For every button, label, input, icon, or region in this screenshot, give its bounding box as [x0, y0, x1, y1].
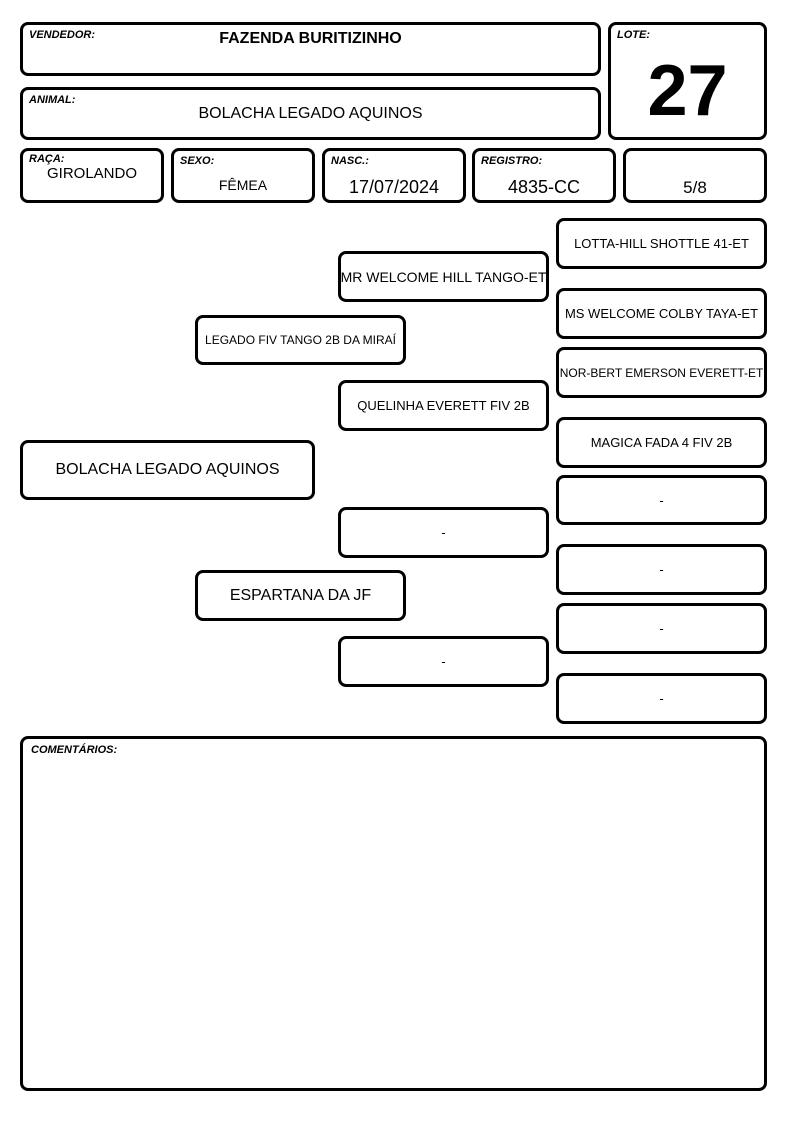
pedigree-sdd: MAGICA FADA 4 FIV 2B [556, 417, 767, 468]
birth-box: NASC.: 17/07/2024 [322, 148, 466, 203]
seller-label: VENDEDOR: [29, 29, 96, 41]
birth-label: NASC.: [331, 155, 369, 167]
breed-label: RAÇA: [29, 153, 65, 165]
pedigree-sire-sire: MR WELCOME HILL TANGO-ET [338, 251, 549, 302]
lot-label: LOTE: [617, 29, 650, 41]
registry-value: 4835-CC [507, 177, 581, 197]
lot-number: 27 [647, 51, 728, 131]
animal-box: ANIMAL: BOLACHA LEGADO AQUINOS [20, 87, 601, 140]
lot-box: LOTE: 27 [608, 22, 767, 140]
pedigree-dam-dam: - [338, 636, 549, 687]
pedigree-dam-sire: - [338, 507, 549, 558]
birth-value: 17/07/2024 [348, 177, 440, 197]
sex-value: FÊMEA [218, 177, 268, 193]
seller-box: VENDEDOR: FAZENDA BURITIZINHO [20, 22, 601, 76]
pedigree-dss: - [556, 475, 767, 525]
sex-label: SEXO: [180, 155, 215, 167]
pedigree-ssd: MS WELCOME COLBY TAYA-ET [556, 288, 767, 339]
pedigree-ddd: - [556, 673, 767, 724]
grade-value: 5/8 [683, 178, 707, 197]
comments-label: COMENTÁRIOS: [31, 744, 118, 756]
pedigree-dsd: - [556, 544, 767, 595]
animal-value: BOLACHA LEGADO AQUINOS [198, 105, 423, 122]
pedigree-animal: BOLACHA LEGADO AQUINOS [20, 440, 315, 500]
pedigree-sire-dam: QUELINHA EVERETT FIV 2B [338, 380, 549, 431]
pedigree-dds: - [556, 603, 767, 654]
registry-box: REGISTRO: 4835-CC [472, 148, 616, 203]
pedigree-sss: LOTTA-HILL SHOTTLE 41-ET [556, 218, 767, 269]
pedigree-dam: ESPARTANA DA JF [195, 570, 406, 621]
animal-label: ANIMAL: [29, 94, 76, 106]
pedigree-sire: LEGADO FIV TANGO 2B DA MIRAÍ [195, 315, 406, 365]
comments-box: COMENTÁRIOS: [20, 736, 767, 1091]
breed-box: RAÇA: GIROLANDO [20, 148, 164, 203]
grade-box: 5/8 [623, 148, 767, 203]
registry-label: REGISTRO: [481, 155, 543, 167]
breed-value: GIROLANDO [46, 165, 137, 182]
pedigree-sds: NOR-BERT EMERSON EVERETT-ET [556, 347, 767, 398]
seller-value: FAZENDA BURITIZINHO [219, 30, 402, 47]
sex-box: SEXO: FÊMEA [171, 148, 315, 203]
